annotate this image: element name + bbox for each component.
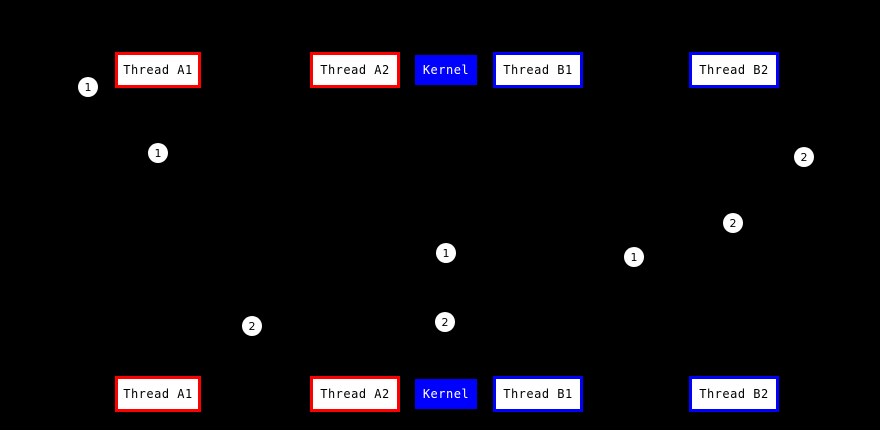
lifeline-kernel	[446, 85, 447, 379]
lifeline-thread-a2	[355, 88, 356, 376]
participant-label: Kernel	[422, 63, 470, 77]
step-marker-label: 2	[800, 150, 808, 164]
participant-thread-a2-top[interactable]: Thread A2	[310, 52, 400, 88]
participant-label: Thread A1	[123, 387, 193, 401]
participant-thread-b2-top[interactable]: Thread B2	[689, 52, 779, 88]
participant-label: Thread A2	[320, 387, 390, 401]
step-marker-2: 1	[148, 143, 168, 163]
step-marker-3: 2	[794, 147, 814, 167]
lifeline-thread-a1	[158, 88, 159, 376]
step-marker-7: 2	[242, 316, 262, 336]
participant-label: Thread A1	[123, 63, 193, 77]
message-arrow-3	[446, 223, 734, 224]
participant-label: Thread B1	[503, 63, 573, 77]
step-marker-label: 1	[630, 250, 638, 264]
step-marker-label: 2	[441, 315, 449, 329]
participant-thread-a1-top[interactable]: Thread A1	[115, 52, 201, 88]
participant-kernel-bottom[interactable]: Kernel	[415, 379, 477, 409]
participant-thread-a2-bottom[interactable]: Thread A2	[310, 376, 400, 412]
step-marker-label: 1	[154, 146, 162, 160]
step-marker-5: 1	[436, 243, 456, 263]
participant-label: Thread B2	[699, 63, 769, 77]
step-marker-label: 2	[729, 216, 737, 230]
step-marker-4: 2	[723, 213, 743, 233]
message-arrow-4	[252, 322, 446, 323]
lifeline-thread-b1	[538, 88, 539, 376]
participant-label: Kernel	[422, 387, 470, 401]
message-arrow-2	[446, 253, 634, 254]
message-arrow-1	[158, 153, 446, 154]
participant-thread-b2-bottom[interactable]: Thread B2	[689, 376, 779, 412]
participant-thread-a1-bottom[interactable]: Thread A1	[115, 376, 201, 412]
step-marker-label: 1	[442, 246, 450, 260]
participant-label: Thread B2	[699, 387, 769, 401]
participant-kernel-top[interactable]: Kernel	[415, 55, 477, 85]
step-marker-8: 2	[435, 312, 455, 332]
participant-thread-b1-bottom[interactable]: Thread B1	[493, 376, 583, 412]
step-marker-label: 2	[248, 319, 256, 333]
participant-label: Thread A2	[320, 63, 390, 77]
participant-thread-b1-top[interactable]: Thread B1	[493, 52, 583, 88]
step-marker-1: 1	[78, 77, 98, 97]
step-marker-6: 1	[624, 247, 644, 267]
step-marker-label: 1	[84, 80, 92, 94]
participant-label: Thread B1	[503, 387, 573, 401]
